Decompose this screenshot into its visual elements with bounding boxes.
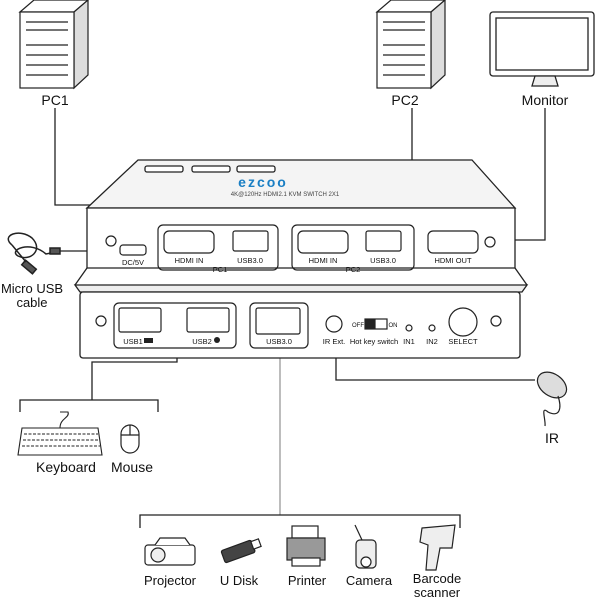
in2-label: IN2	[426, 337, 438, 346]
in1-label: IN1	[403, 337, 415, 346]
u-disk-label: U Disk	[220, 573, 259, 588]
screw-icon	[105, 235, 117, 247]
dc-port[interactable]	[119, 244, 147, 256]
select-button[interactable]	[448, 307, 478, 337]
usb1-label: USB1	[123, 337, 143, 346]
pc2-group-label: PC2	[346, 265, 361, 274]
pc1-usb-label: USB3.0	[237, 256, 263, 265]
screw-icon	[490, 315, 502, 327]
hotkey-toggle-switch[interactable]	[364, 318, 388, 330]
pc1-port-group	[157, 224, 279, 271]
pc1-label: PC1	[41, 92, 68, 108]
printer-icon	[286, 525, 326, 567]
on-label: ON	[389, 323, 398, 329]
pc2-port-group	[291, 224, 415, 271]
pc1-hdmi-label: HDMI IN	[175, 256, 204, 265]
usb2-label: USB2	[192, 337, 212, 346]
micro-usb-cable-icon	[7, 232, 61, 275]
printer-label: Printer	[288, 573, 327, 588]
barcode-scanner-label-line2: scanner	[414, 585, 461, 600]
cable-label-line1: Micro USB	[1, 281, 63, 296]
pc1-group-label: PC1	[213, 265, 228, 274]
dc-label: DC/5V	[122, 258, 144, 267]
keyboard-small-icon	[144, 338, 153, 343]
in1-led	[405, 324, 413, 332]
camera-label: Camera	[346, 573, 393, 588]
mouse-label: Mouse	[111, 459, 153, 475]
ir-connection-line	[335, 350, 535, 381]
brand-logo: ezcoo	[238, 174, 288, 190]
usb1-port[interactable]	[118, 307, 162, 333]
keyboard-label: Keyboard	[36, 459, 96, 475]
keyboard-mouse-bracket	[19, 399, 159, 412]
model-text: 4K@120Hz HDMI2.1 KVM SWITCH 2X1	[231, 192, 340, 198]
pc2-usb-port[interactable]	[365, 230, 402, 252]
usb2-port[interactable]	[186, 307, 230, 333]
pc2-usb-label: USB3.0	[370, 256, 396, 265]
keyboard-mouse-port-group	[113, 302, 237, 349]
pc2-hdmi-label: HDMI IN	[309, 256, 338, 265]
pc2-tower-icon	[375, 0, 446, 90]
projector-icon	[144, 537, 196, 566]
pc2-label: PC2	[391, 92, 418, 108]
ir-receiver-icon	[536, 371, 568, 427]
keyboard-icon	[17, 411, 103, 456]
hdmi-out-label: HDMI OUT	[434, 256, 471, 265]
pc1-hdmi-in-port[interactable]	[163, 230, 215, 254]
barcode-scanner-icon	[419, 524, 456, 571]
select-label: SELECT	[448, 337, 478, 346]
usb-devices-bracket	[139, 514, 461, 528]
hotkey-label: Hot key switch	[350, 337, 398, 346]
usb3-front-port[interactable]	[255, 307, 301, 335]
ir-ext-label: IR Ext.	[323, 337, 346, 346]
pc1-tower-icon	[18, 0, 89, 90]
in2-led	[428, 324, 436, 332]
camera-icon	[354, 524, 377, 569]
screw-icon	[484, 236, 496, 248]
off-label: OFF	[352, 323, 364, 329]
projector-label: Projector	[144, 573, 197, 588]
mouse-icon	[120, 424, 140, 454]
pc1-usb-port[interactable]	[232, 230, 269, 252]
monitor-icon	[489, 11, 595, 87]
screw-icon	[95, 315, 107, 327]
hdmi-out-port[interactable]	[427, 230, 479, 254]
ir-label: IR	[545, 430, 559, 446]
usb3-front-label: USB3.0	[266, 337, 292, 346]
ir-ext-port[interactable]	[325, 315, 343, 333]
monitor-label: Monitor	[522, 92, 569, 108]
barcode-scanner-label-line1: Barcode	[413, 571, 461, 586]
usb-disk-icon	[220, 538, 262, 564]
usb3-port-group	[249, 302, 309, 349]
mouse-small-icon	[214, 337, 220, 343]
pc2-hdmi-in-port[interactable]	[297, 230, 349, 254]
cable-label-line2: cable	[16, 295, 47, 310]
